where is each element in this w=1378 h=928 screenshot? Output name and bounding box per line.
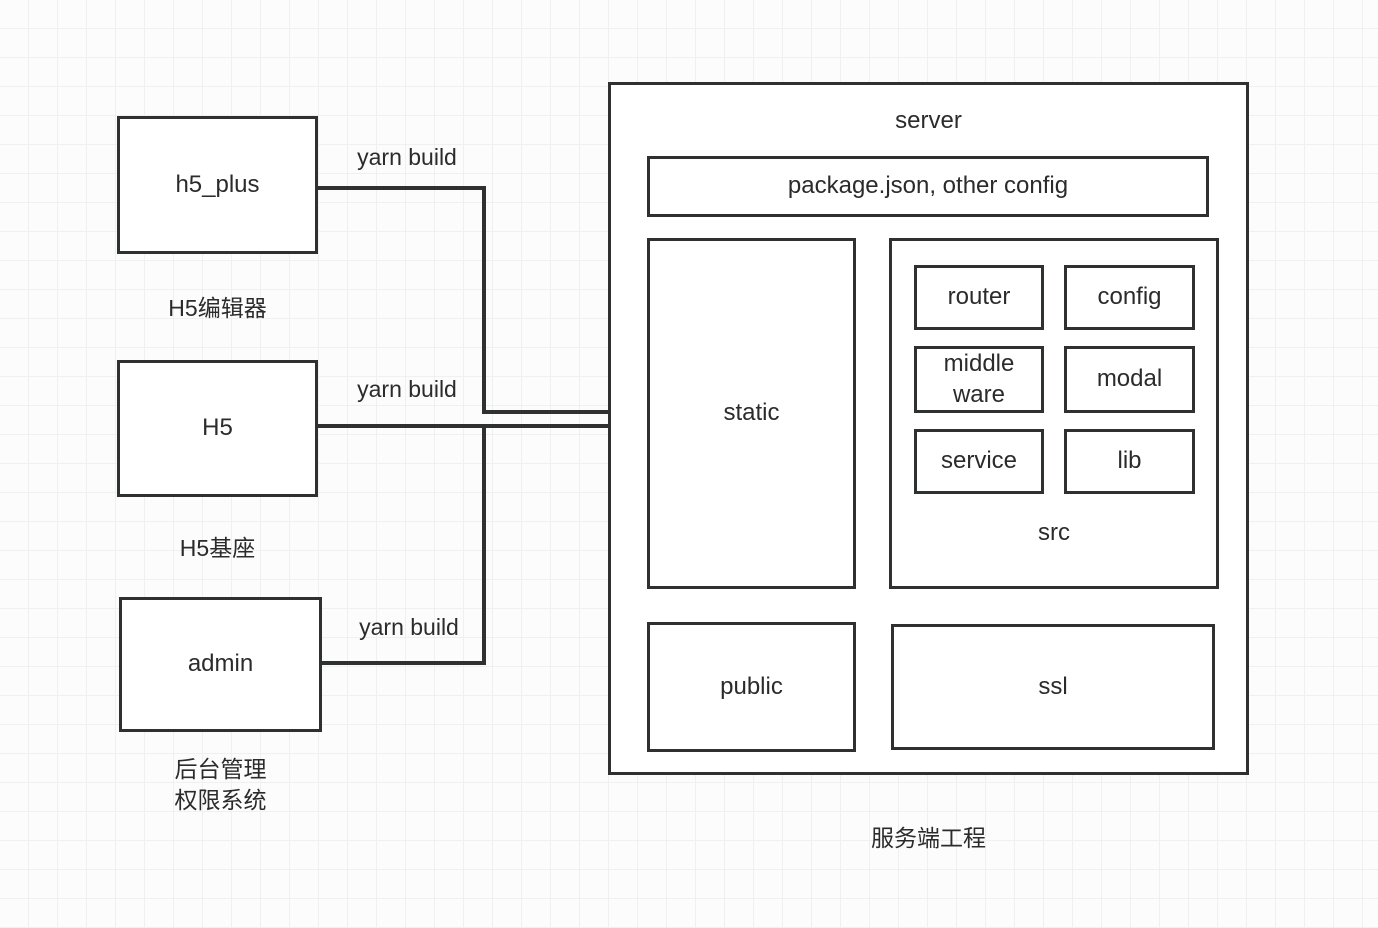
node-h5-plus[interactable]: h5_plus (117, 116, 318, 254)
src-container[interactable]: router config middle ware modal service … (889, 238, 1219, 589)
caption-admin: 后台管理 权限系统 (174, 756, 267, 813)
node-admin[interactable]: admin (119, 597, 322, 732)
src-item-middleware-label: middle ware (943, 349, 1015, 408)
node-h5-label: H5 (202, 414, 233, 442)
src-item-middleware[interactable]: middle ware (914, 346, 1044, 413)
edge-label-admin: yarn build (359, 614, 459, 640)
node-admin-label: admin (187, 650, 254, 678)
ssl-box[interactable]: ssl (891, 624, 1215, 750)
src-item-config[interactable]: config (1064, 265, 1195, 330)
caption-server: 服务端工程 (871, 825, 986, 851)
caption-h5: H5基座 (179, 535, 256, 561)
ssl-label: ssl (1038, 672, 1068, 700)
src-item-service[interactable]: service (914, 429, 1044, 494)
src-item-service-label: service (940, 447, 1018, 475)
static-box[interactable]: static (647, 238, 856, 589)
src-item-router-label: router (947, 283, 1011, 311)
src-item-config-label: config (1097, 283, 1162, 311)
package-config-label: package.json, other config (787, 172, 1069, 200)
package-config-box[interactable]: package.json, other config (647, 156, 1209, 217)
public-label: public (720, 672, 783, 700)
node-h5-plus-label: h5_plus (175, 170, 260, 198)
node-h5[interactable]: H5 (117, 360, 318, 497)
src-item-modal-label: modal (1096, 365, 1163, 393)
server-title: server (895, 107, 962, 134)
src-item-modal[interactable]: modal (1064, 346, 1195, 413)
src-item-lib-label: lib (1117, 447, 1142, 475)
src-item-router[interactable]: router (914, 265, 1044, 330)
public-box[interactable]: public (647, 622, 856, 752)
edge-label-h5-plus: yarn build (357, 144, 457, 170)
src-item-lib[interactable]: lib (1064, 429, 1195, 494)
server-container[interactable]: server package.json, other config static… (608, 82, 1249, 775)
static-label: static (723, 399, 780, 427)
edge-label-h5: yarn build (357, 376, 457, 402)
caption-h5-plus: H5编辑器 (168, 295, 267, 321)
src-title: src (1038, 519, 1070, 546)
